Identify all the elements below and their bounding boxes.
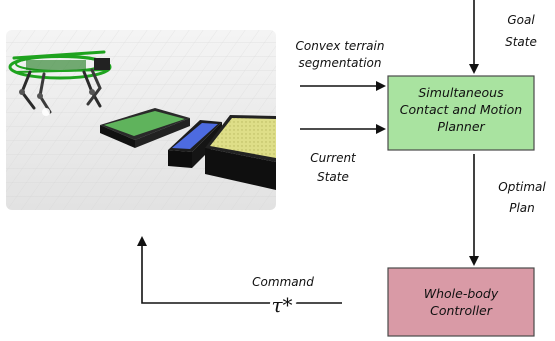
tau-label: τ* — [271, 293, 292, 317]
plan-label-2: Plan — [509, 201, 535, 215]
terrain-label-2: segmentation — [299, 56, 382, 70]
plan-label-1: Optimal — [498, 180, 546, 194]
terrain-platform-blue — [168, 120, 222, 168]
goal-label-2: State — [505, 35, 537, 49]
tau-symbol: τ* — [271, 293, 292, 317]
command-arrow — [137, 236, 342, 304]
terrain-platform-yellow — [205, 115, 276, 190]
planner-line-1: Simultaneous — [418, 85, 504, 100]
command-label: Command — [252, 275, 314, 289]
controller-line-1: Whole-body — [424, 286, 499, 301]
current-label-2: State — [317, 170, 349, 184]
current-label-1: Current — [310, 151, 357, 165]
terrain-platform-green — [100, 108, 190, 148]
planner-box: Simultaneous Contact and Motion Planner — [387, 75, 535, 151]
planner-line-3: Planner — [437, 119, 485, 134]
simulation-scene — [6, 30, 276, 210]
planner-line-2: Contact and Motion — [400, 102, 523, 117]
goal-label-1: Goal — [507, 13, 535, 27]
controller-line-2: Controller — [430, 303, 493, 318]
terrain-label-1: Convex terrain — [296, 39, 385, 53]
controller-box: Whole-body Controller — [387, 267, 535, 337]
quadruped-robot — [8, 50, 112, 116]
